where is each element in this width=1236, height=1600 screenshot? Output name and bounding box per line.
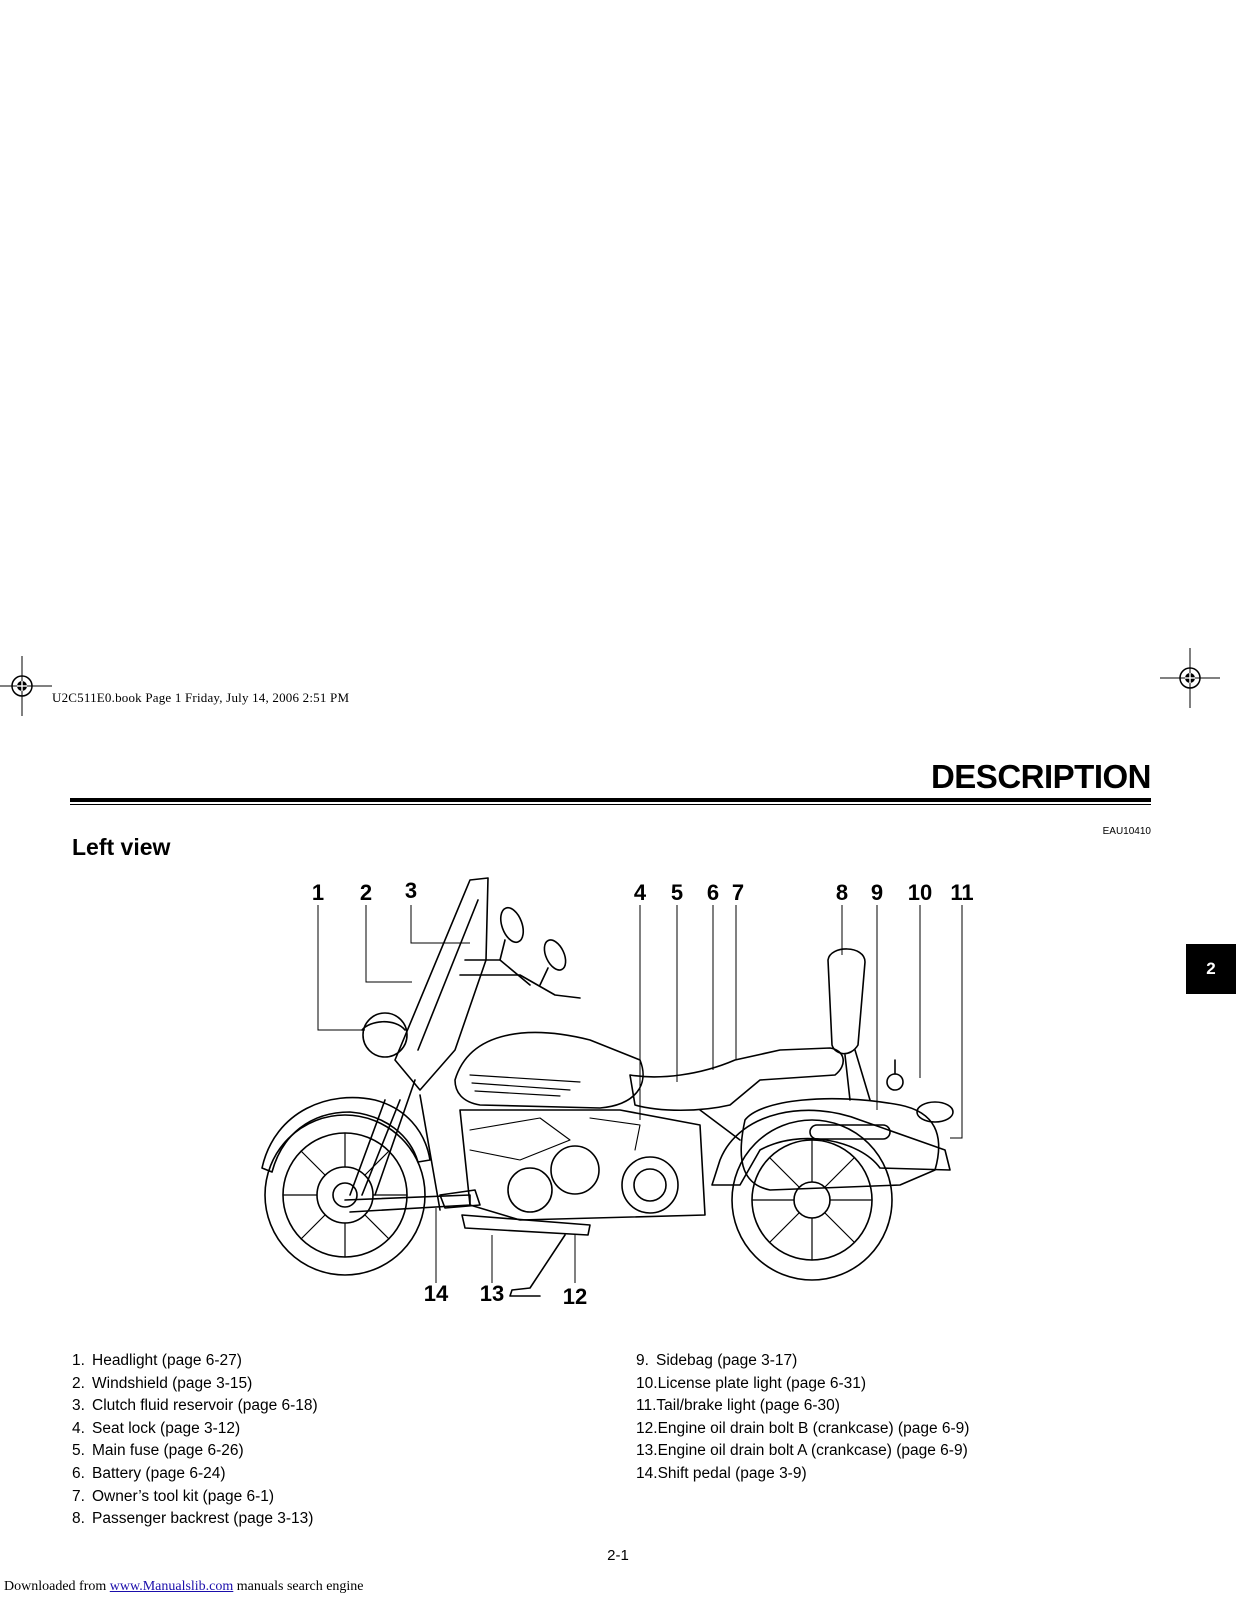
item-number: 9. <box>636 1352 649 1369</box>
callout-4: 4 <box>634 880 647 905</box>
page-number: 2-1 <box>607 1547 629 1564</box>
item-text: Tail/brake light (page 6-30) <box>656 1397 840 1415</box>
item-text: Headlight (page 6-27) <box>92 1352 242 1369</box>
item-number: 5. <box>72 1442 85 1460</box>
item-text: Shift pedal (page 3-9) <box>657 1464 807 1482</box>
item-number: 4. <box>72 1419 85 1437</box>
reference-code: EAU10410 <box>1102 826 1151 837</box>
manualslib-link[interactable]: www.Manualslib.com <box>109 1579 234 1594</box>
callout-11: 11 <box>950 880 973 905</box>
callout-7: 7 <box>732 880 744 905</box>
item-text: Sidebag (page 3-17) <box>656 1352 798 1369</box>
callout-2: 2 <box>360 880 372 905</box>
callout-8: 8 <box>836 880 848 905</box>
item-text: License plate light (page 6-31) <box>657 1374 867 1392</box>
item-number: 7. <box>72 1487 85 1505</box>
list-item: 10.License plate light (page 6-31) <box>636 1373 969 1396</box>
callout-3: 3 <box>405 878 417 903</box>
motorcycle-drawing <box>261 877 954 1297</box>
parts-list-right: 9. Sidebag (page 3-17) 10.License plate l… <box>636 1350 969 1486</box>
registration-mark-icon <box>0 656 52 716</box>
callout-14: 14 <box>424 1281 449 1306</box>
list-item: 12.Engine oil drain bolt B (crankcase) (… <box>636 1418 969 1441</box>
item-number: 8. <box>72 1510 85 1528</box>
item-text: Main fuse (page 6-26) <box>92 1442 244 1460</box>
footer-suffix: manuals search engine <box>233 1579 364 1594</box>
item-number: 1. <box>72 1352 85 1369</box>
callout-leaders <box>317 905 963 1283</box>
callout-10: 10 <box>908 880 932 905</box>
callout-5: 5 <box>671 880 683 905</box>
list-item: 7. Owner’s tool kit (page 6-1) <box>72 1486 318 1509</box>
footer: Downloaded from www.Manualslib.com manua… <box>4 1579 364 1595</box>
item-text: Clutch fluid reservoir (page 6-18) <box>92 1397 318 1415</box>
list-item: 11.Tail/brake light (page 6-30) <box>636 1395 969 1418</box>
item-text: Windshield (page 3-15) <box>92 1374 253 1392</box>
footer-prefix: Downloaded from <box>4 1579 110 1594</box>
callout-13: 13 <box>480 1281 504 1306</box>
list-item: 9. Sidebag (page 3-17) <box>636 1350 969 1373</box>
item-number: 13. <box>636 1442 658 1460</box>
item-text: Engine oil drain bolt B (crankcase) (pag… <box>657 1419 970 1437</box>
item-number: 11. <box>636 1397 657 1415</box>
item-text: Battery (page 6-24) <box>92 1464 226 1482</box>
title-rule-thin <box>70 804 1151 805</box>
list-item: 4. Seat lock (page 3-12) <box>72 1418 318 1441</box>
list-item: 3. Clutch fluid reservoir (page 6-18) <box>72 1395 318 1418</box>
item-text: Engine oil drain bolt A (crankcase) (pag… <box>657 1442 968 1460</box>
list-item: 2. Windshield (page 3-15) <box>72 1373 318 1396</box>
callout-6: 6 <box>707 880 719 905</box>
callout-1: 1 <box>312 880 324 905</box>
list-item: 14.Shift pedal (page 3-9) <box>636 1463 969 1486</box>
subsection-title: Left view <box>72 834 171 860</box>
item-number: 2. <box>72 1374 85 1392</box>
list-item: 6. Battery (page 6-24) <box>72 1463 318 1486</box>
item-text: Seat lock (page 3-12) <box>92 1419 241 1437</box>
title-rule <box>70 798 1151 802</box>
list-item: 5. Main fuse (page 6-26) <box>72 1440 318 1463</box>
item-text: Owner’s tool kit (page 6-1) <box>92 1487 275 1505</box>
parts-list-left: 1. Headlight (page 6-27) 2. Windshield (pa… <box>72 1350 318 1531</box>
item-number: 14. <box>636 1464 658 1482</box>
callout-9: 9 <box>871 880 883 905</box>
item-number: 3. <box>72 1397 85 1415</box>
item-number: 12. <box>636 1419 658 1437</box>
item-number: 10. <box>636 1374 658 1392</box>
section-title: DESCRIPTION <box>930 758 1152 795</box>
chapter-tab: 2 <box>1186 944 1236 994</box>
list-item: 8. Passenger backrest (page 3-13) <box>72 1508 318 1531</box>
list-item: 13.Engine oil drain bolt A (crankcase) (… <box>636 1440 969 1463</box>
item-text: Passenger backrest (page 3-13) <box>92 1510 314 1528</box>
registration-mark-icon <box>1160 648 1220 708</box>
book-info-line: U2C511E0.book Page 1 Friday, July 14, 20… <box>52 690 350 705</box>
callout-12: 12 <box>563 1284 587 1309</box>
item-number: 6. <box>72 1464 85 1482</box>
list-item: 1. Headlight (page 6-27) <box>72 1350 318 1373</box>
